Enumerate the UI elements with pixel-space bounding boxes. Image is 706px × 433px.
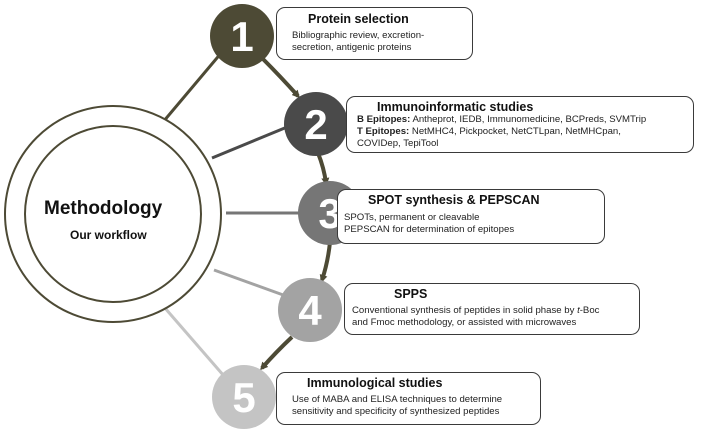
methodology-subtitle: Our workflow: [70, 228, 147, 242]
step-desc-1-line-2: secretion, antigenic proteins: [292, 42, 412, 53]
connector-line-1: [156, 51, 224, 129]
t-epitopes-tools: NetMHC4, Pickpocket, NetCTLpan, NetMHCpa…: [409, 126, 621, 137]
step-desc-2-b-epitopes: B Epitopes: Antheprot, IEDB, Immunomedic…: [357, 114, 646, 126]
step-box-5: Immunological studies Use of MABA and EL…: [276, 372, 541, 425]
step-desc-4-line-1-italic: t: [577, 305, 580, 316]
step-desc-3-line-1: SPOTs, permanent or cleavable: [344, 212, 480, 223]
step-desc-4-line-1: Conventional synthesis of peptides in so…: [352, 305, 599, 317]
step-box-4: SPPS Conventional synthesis of peptides …: [344, 283, 640, 335]
step-title-1: Protein selection: [308, 12, 409, 26]
step-title-4: SPPS: [394, 287, 428, 301]
step-title-5: Immunological studies: [307, 376, 443, 390]
t-epitopes-label: T Epitopes:: [357, 126, 410, 137]
flow-arrow-1-2: [260, 56, 301, 99]
flow-arrow-3-4: [319, 241, 332, 283]
step-title-3: SPOT synthesis & PEPSCAN: [368, 193, 540, 207]
step-circle-4: [278, 278, 342, 342]
step-number-4: 4: [298, 287, 322, 334]
step-desc-5-line-1: Use of MABA and ELISA techniques to dete…: [292, 394, 503, 405]
step-desc-2-t-epitopes: T Epitopes: NetMHC4, Pickpocket, NetCTLp…: [357, 126, 621, 138]
step-desc-4-line-1-pre: Conventional synthesis of peptides in so…: [352, 305, 578, 316]
flow-arrow-2-3: [316, 152, 330, 186]
connector-line-4: [213, 268, 287, 298]
step-box-3: SPOT synthesis & PEPSCAN SPOTs, permanen…: [337, 189, 605, 244]
step-box-1: Protein selection Bibliographic review, …: [276, 7, 473, 60]
step-desc-1-line-1: Bibliographic review, excretion-: [292, 30, 425, 41]
step-number-1: 1: [230, 13, 253, 60]
connector-line-2: [211, 123, 293, 160]
methodology-title: Methodology: [44, 198, 163, 219]
step-desc-3-line-2: PEPSCAN for determination of epitopes: [344, 224, 515, 235]
step-title-2: Immunoinformatic studies: [377, 100, 534, 114]
step-desc-5-line-2: sensitivity and specificity of synthesiz…: [292, 406, 500, 417]
flow-arrow-4-5: [260, 335, 294, 371]
step-number-3: 3: [318, 190, 341, 237]
step-desc-4-line-2: and Fmoc methodology, or assisted with m…: [352, 317, 577, 328]
step-circle-1: [210, 4, 274, 68]
step-box-2: Immunoinformatic studies B Epitopes: Ant…: [346, 96, 694, 153]
b-epitopes-label: B Epitopes:: [357, 114, 411, 125]
step-number-5: 5: [232, 374, 255, 421]
step-circle-2: [284, 92, 348, 156]
step-circle-5: [212, 365, 276, 429]
b-epitopes-tools: Antheprot, IEDB, Immunomedicine, BCPreds…: [410, 114, 647, 125]
connector-line-5: [156, 299, 226, 377]
step-number-2: 2: [304, 101, 327, 148]
step-desc-2-t-epitopes-cont: COVIDep, TepiTool: [357, 138, 439, 149]
step-desc-4-line-1-post: -Boc: [579, 305, 600, 316]
methodology-inner-ring: [24, 125, 202, 303]
